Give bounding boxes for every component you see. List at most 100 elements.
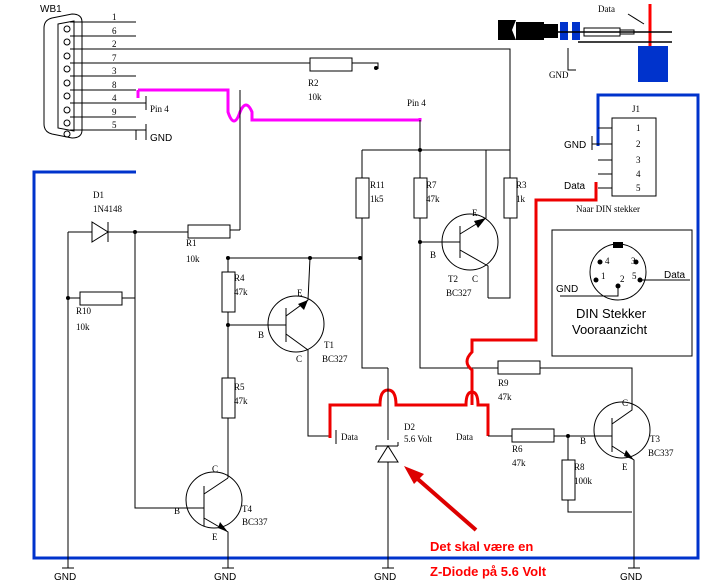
resistor-r6: R6 47k xyxy=(488,428,600,468)
resistor-r10: R10 10k xyxy=(68,291,135,332)
din-gnd-label: GND xyxy=(556,284,578,295)
r5-ref: R5 xyxy=(234,382,245,392)
din-data-label: Data xyxy=(664,270,686,281)
diode-d1: D1 1N4148 xyxy=(68,190,188,243)
din-pin-label: 4 xyxy=(605,256,610,266)
connector-pin-label: 7 xyxy=(112,53,117,63)
resistor-r2: R2 10k xyxy=(308,57,379,102)
j1-pin-label: 5 xyxy=(636,183,641,193)
r8-ref: R8 xyxy=(574,462,585,472)
din-title-line2: Vooraanzicht xyxy=(572,322,648,337)
t1-value: BC327 xyxy=(322,354,348,364)
din-title-line1: DIN Stekker xyxy=(576,306,647,321)
connector-gnd-label: GND xyxy=(150,133,172,144)
r6-value: 47k xyxy=(512,458,526,468)
din-pin-label: 5 xyxy=(632,271,637,281)
r3-ref: R3 xyxy=(516,180,527,190)
resistor-r1: R1 10k xyxy=(186,224,240,264)
t4-base-label: B xyxy=(174,506,180,516)
resistor-r3: R3 1k xyxy=(488,177,527,299)
din-pin-label: 2 xyxy=(620,274,625,284)
j1-pin-label: 4 xyxy=(636,169,641,179)
gnd-label: GND xyxy=(620,572,642,583)
zener-diode-d2: D2 5.6 Volt xyxy=(375,368,433,558)
t2-value: BC327 xyxy=(446,288,472,298)
din-pin-label: 3 xyxy=(631,256,636,266)
note-line2: Z-Diode på 5.6 Volt xyxy=(430,564,547,579)
transistor-t4: C B E T4 BC337 xyxy=(174,464,268,558)
connector-ref: WB1 xyxy=(40,4,62,15)
din-plug-view: 4 3 1 5 2 GND Data DIN Stekker Vooraanzi… xyxy=(551,229,693,357)
din-pin-label: 1 xyxy=(601,271,606,281)
r4-value: 47k xyxy=(234,287,248,297)
data-wire-right xyxy=(465,182,598,405)
resistor-r11: R11 1k5 xyxy=(355,150,388,369)
connector-pin-label: 3 xyxy=(112,66,117,76)
j1-ref: J1 xyxy=(632,104,640,114)
r1-value: 10k xyxy=(186,254,200,264)
r10-ref: R10 xyxy=(76,306,92,316)
j1-pin-label: 2 xyxy=(636,139,641,149)
t4-emitter-label: E xyxy=(212,532,218,542)
r9-value: 47k xyxy=(498,392,512,402)
connector-pin-label: 1 xyxy=(112,12,117,22)
plug-gnd-label: GND xyxy=(549,70,569,80)
plug-data-label: Data xyxy=(598,4,615,14)
transistor-t1: E B C T1 BC327 xyxy=(258,257,348,437)
connector-pin4-label: Pin 4 xyxy=(150,104,169,114)
t1-ref: T1 xyxy=(324,340,334,350)
zener-note: Det skal være en Z-Diode på 5.6 Volt xyxy=(404,466,547,579)
r7-value: 47k xyxy=(426,194,440,204)
data-label-right: Data xyxy=(456,432,473,442)
t2-emitter-label: E xyxy=(472,208,478,218)
r10-value: 10k xyxy=(76,322,90,332)
gnd-label: GND xyxy=(214,572,236,583)
connector-pin-label: 2 xyxy=(112,39,117,49)
connector-pin-circles xyxy=(63,25,71,138)
t3-value: BC337 xyxy=(648,448,674,458)
j1-data-label: Data xyxy=(564,181,586,192)
data-wire-left xyxy=(328,388,490,438)
t2-base-label: B xyxy=(430,250,436,260)
data-label-left: Data xyxy=(341,432,358,442)
t4-ref: T4 xyxy=(242,504,252,514)
j1-pin-label: 3 xyxy=(636,155,641,165)
r11-ref: R11 xyxy=(370,180,385,190)
r5-value: 47k xyxy=(234,396,248,406)
pin4-wire xyxy=(136,88,422,123)
t1-base-label: B xyxy=(258,330,264,340)
t1-collector-label: C xyxy=(296,354,302,364)
connector-pin-label: 5 xyxy=(112,120,117,130)
resistor-r9: R9 47k xyxy=(470,360,633,402)
transistor-t2: E B C T2 BC327 xyxy=(420,150,499,298)
r3-value: 1k xyxy=(516,194,526,204)
gnd-label: GND xyxy=(374,572,396,583)
r2-value: 10k xyxy=(308,92,322,102)
resistor-r4: R4 47k xyxy=(221,258,248,378)
d1-ref: D1 xyxy=(93,190,104,200)
connector-pin-label: 9 xyxy=(112,107,117,117)
connector-wb1: WB1 1 6 2 7 3 8 4 9 5 Pin 4 xyxy=(40,4,511,178)
resistor-r8: R8 100k xyxy=(561,436,632,513)
r4-ref: R4 xyxy=(234,273,245,283)
gnd-label: GND xyxy=(54,572,76,583)
gnd-bus xyxy=(32,93,700,560)
connector-pin-label: 4 xyxy=(112,93,117,103)
plug-drawing: GND Data xyxy=(498,4,672,82)
t4-collector-label: C xyxy=(212,464,218,474)
t2-ref: T2 xyxy=(448,274,458,284)
d2-ref: D2 xyxy=(404,422,415,432)
resistor-r7: R7 47k xyxy=(413,150,470,369)
j1-pin-label: 1 xyxy=(636,123,641,133)
j1-gnd-label: GND xyxy=(564,140,586,151)
j1-caption: Naar DIN stekker xyxy=(576,204,640,214)
r8-value: 100k xyxy=(574,476,593,486)
transistor-t3: C B E T3 BC337 xyxy=(580,398,674,558)
t3-ref: T3 xyxy=(650,434,660,444)
r2-ref: R2 xyxy=(308,78,319,88)
resistor-r5: R5 47k xyxy=(221,377,248,478)
r11-value: 1k5 xyxy=(370,194,384,204)
connector-pin-label: 8 xyxy=(112,80,117,90)
pin4-bus-label: Pin 4 xyxy=(407,98,426,108)
